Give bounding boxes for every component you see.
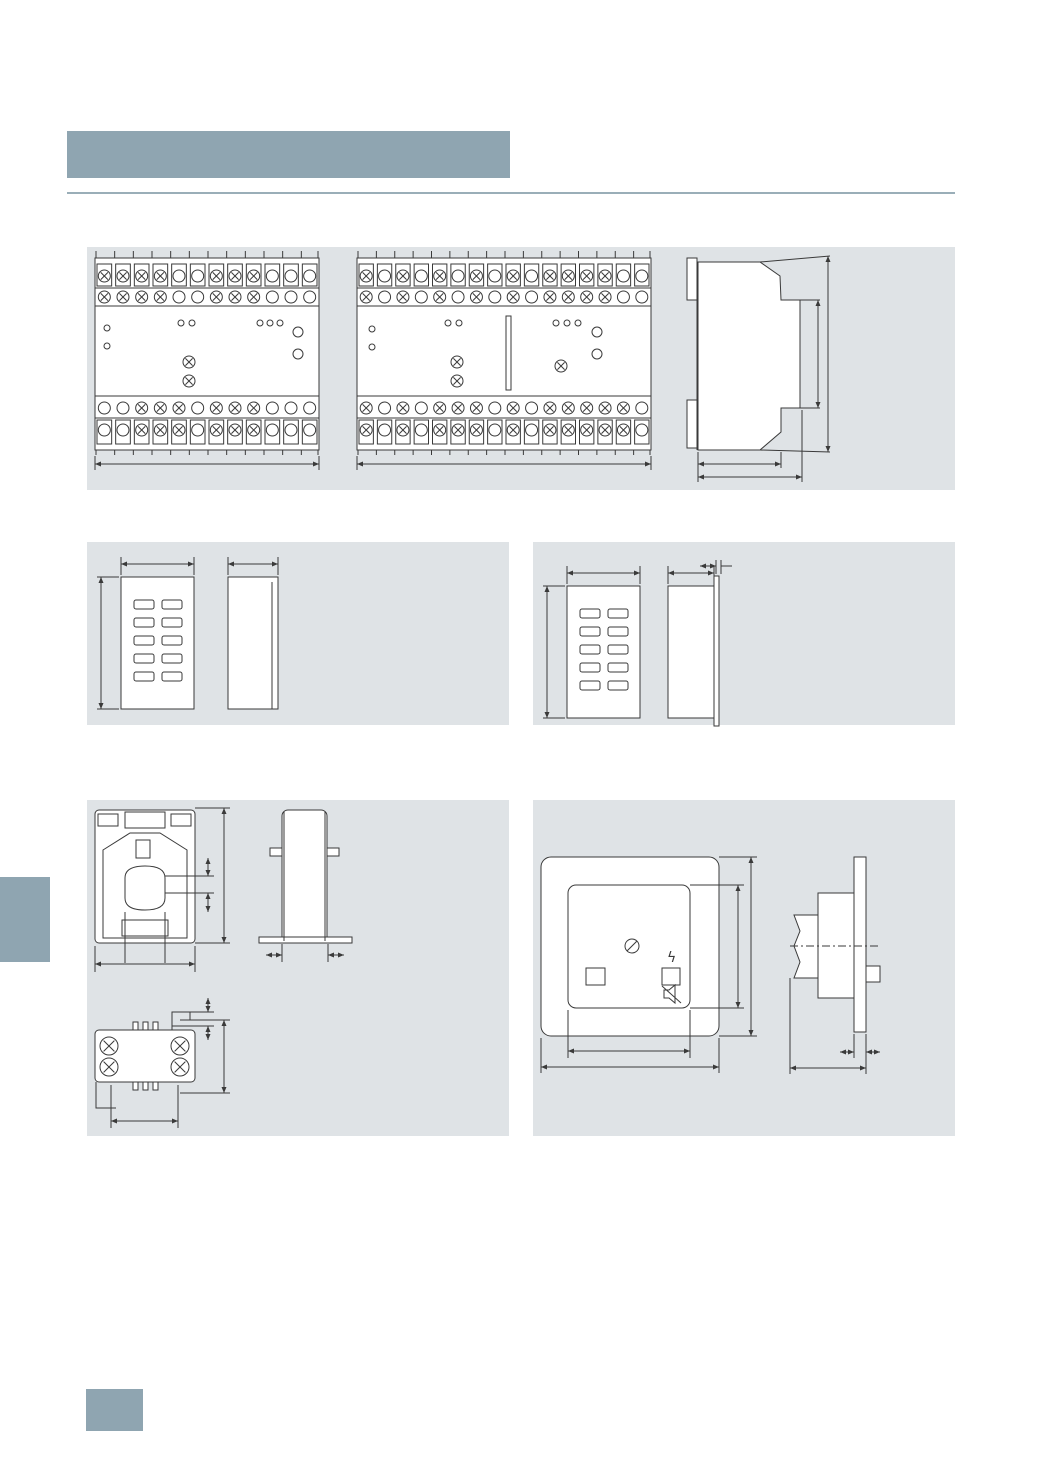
chapter-tab	[0, 877, 50, 962]
mute-icon	[663, 983, 676, 1005]
page-number-tab	[86, 1389, 143, 1431]
header-rule	[67, 192, 955, 194]
header-title-bar	[67, 131, 510, 178]
current-transformer-front	[94, 807, 230, 972]
plug-in-module-a	[97, 557, 279, 710]
modular-housing-front-large	[356, 251, 652, 470]
test-panel-side	[789, 856, 881, 1074]
test-panel-front: ϟ	[540, 856, 757, 1073]
current-transformer-side	[258, 809, 353, 962]
flash-icon: ϟ	[667, 950, 676, 966]
plug-in-module-b	[543, 560, 732, 727]
current-transformer-top	[94, 998, 230, 1128]
modular-housing-side	[686, 255, 831, 482]
modular-housing-front-small	[94, 251, 320, 470]
